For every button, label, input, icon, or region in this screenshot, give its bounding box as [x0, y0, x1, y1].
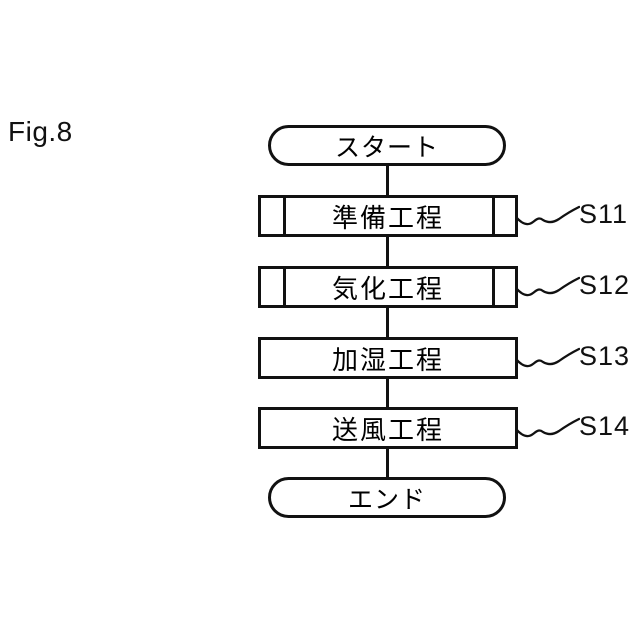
step-id-label: S13 — [579, 340, 631, 371]
flow-connector — [386, 447, 389, 479]
step-row-s11: 準備工程 S11 — [258, 195, 640, 237]
start-terminal-label: スタート — [334, 133, 439, 162]
squiggle-connector — [516, 417, 580, 438]
flow-connector — [386, 307, 389, 339]
process-box-label: 気化工程 — [331, 273, 444, 304]
flow-connector — [386, 235, 389, 269]
process-box-preparation: 準備工程 — [258, 195, 518, 237]
end-terminal: エンド — [268, 477, 506, 518]
step-id-label: S11 — [579, 198, 629, 229]
process-box-label: 加湿工程 — [331, 344, 444, 375]
predefined-process-left-bar — [283, 198, 286, 234]
step-row-s14: 送風工程 S14 — [258, 407, 640, 449]
figure-number-label: Fig.8 — [8, 116, 73, 147]
start-terminal: スタート — [268, 125, 506, 166]
process-box-label: 準備工程 — [331, 202, 444, 233]
step-row-s12: 気化工程 S12 — [258, 266, 640, 308]
process-box-air-blowing: 送風工程 — [258, 407, 518, 449]
process-box-humidification: 加湿工程 — [258, 337, 518, 379]
squiggle-connector — [516, 347, 580, 368]
flow-connector — [386, 164, 389, 197]
process-box-vaporization: 気化工程 — [258, 266, 518, 308]
squiggle-connector — [516, 205, 580, 226]
predefined-process-right-bar — [492, 198, 495, 234]
flow-connector — [386, 377, 389, 409]
process-box-label: 送風工程 — [331, 414, 444, 445]
predefined-process-left-bar — [283, 269, 286, 305]
end-terminal-label: エンド — [347, 485, 426, 514]
predefined-process-right-bar — [492, 269, 495, 305]
step-id-label: S14 — [579, 410, 631, 441]
step-row-s13: 加湿工程 S13 — [258, 337, 640, 379]
step-id-label: S12 — [579, 269, 631, 300]
squiggle-connector — [516, 276, 580, 297]
